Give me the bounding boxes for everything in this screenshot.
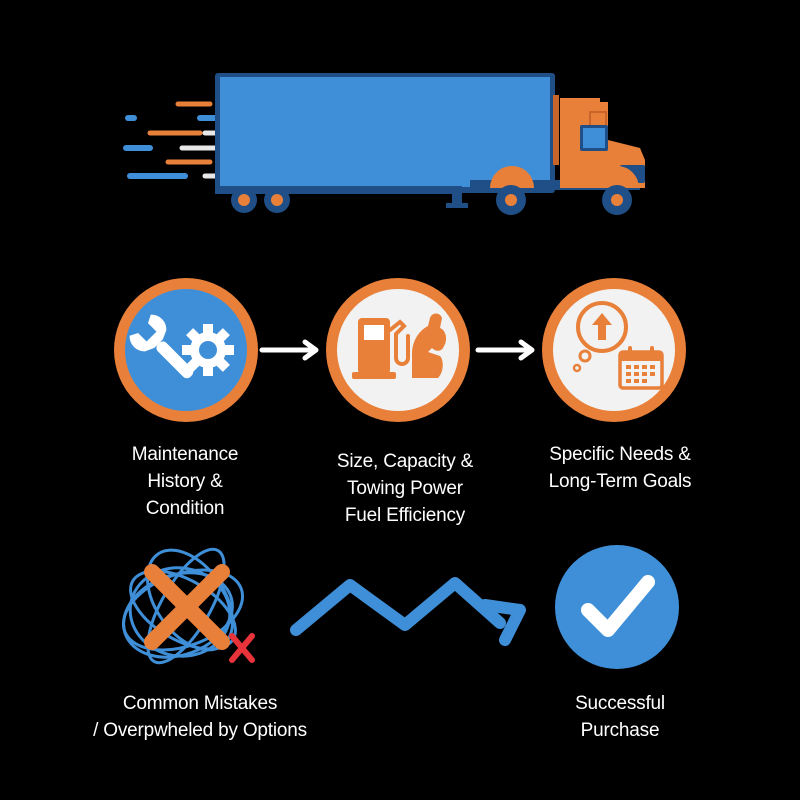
flexed-arm-icon bbox=[412, 313, 447, 378]
wheels bbox=[231, 185, 632, 215]
label-line: Purchase bbox=[580, 720, 660, 741]
step-label-capacity: Size, Capacity & Towing Power Fuel Effic… bbox=[305, 448, 505, 529]
step-circle-needs bbox=[542, 278, 686, 422]
label-line: Condition bbox=[145, 498, 225, 519]
label-line: Successful bbox=[575, 693, 665, 714]
truck-icon bbox=[123, 73, 645, 215]
wrench-icon bbox=[129, 314, 194, 379]
gear-icon bbox=[182, 324, 234, 376]
label-line: / Overpwheled by Options bbox=[93, 720, 307, 741]
mistakes-label: Common Mistakes / Overpwheled by Options bbox=[40, 690, 360, 744]
wavy-arrow-icon bbox=[290, 577, 526, 646]
label-line: Long-Term Goals bbox=[548, 471, 692, 492]
label-line: Maintenance bbox=[131, 444, 239, 465]
success-label: Successful Purchase bbox=[520, 690, 720, 744]
arrow-step1-to-step2 bbox=[259, 339, 319, 361]
label-line: History & bbox=[147, 471, 223, 492]
arrow-step2-to-step3 bbox=[475, 339, 535, 361]
calendar-icon bbox=[618, 346, 664, 390]
fuel-pump-icon bbox=[352, 318, 410, 379]
x-mark-icon bbox=[144, 564, 255, 663]
step-circle-capacity bbox=[326, 278, 470, 422]
checkmark-icon bbox=[555, 545, 679, 669]
label-line: Fuel Efficiency bbox=[344, 505, 466, 526]
speech-bubble-up-arrow-icon bbox=[572, 301, 628, 373]
label-line: Common Mistakes bbox=[122, 693, 278, 714]
step-label-needs: Specific Needs & Long-Term Goals bbox=[520, 441, 720, 495]
label-line: Specific Needs & bbox=[549, 444, 691, 465]
step-label-maintenance: Maintenance History & Condition bbox=[95, 441, 275, 522]
label-line: Towing Power bbox=[347, 478, 463, 499]
step-circle-maintenance bbox=[114, 278, 258, 422]
label-line: Size, Capacity & bbox=[336, 451, 474, 472]
